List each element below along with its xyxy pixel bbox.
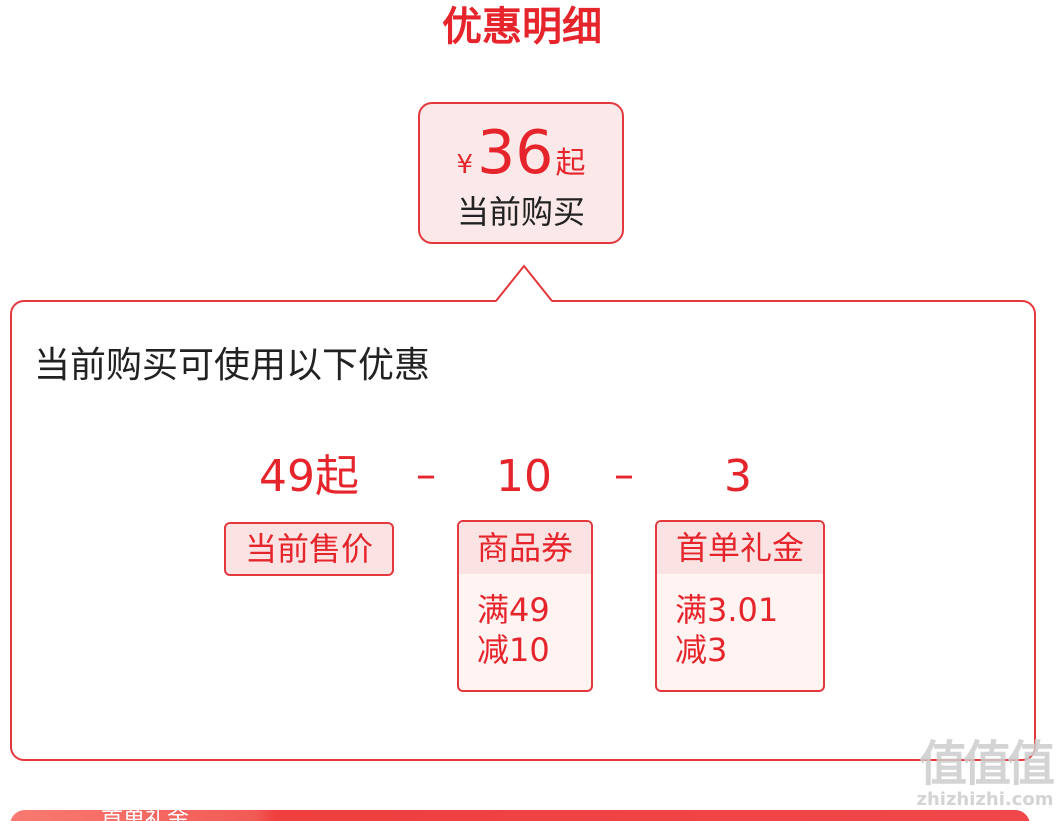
- discount-panel: 当前购买可使用以下优惠 49起 – 10 – 3 当前售价 商品券 满49 减1…: [10, 300, 1036, 761]
- panel-pointer-icon: [495, 264, 553, 302]
- watermark-text: zhizhizhi.com: [916, 789, 1054, 810]
- watermark-logo: 值值值: [918, 736, 1055, 792]
- bottom-bar-label: … 首单礼金: [72, 810, 189, 821]
- coupon-card-title: 商品券: [459, 522, 591, 574]
- gift-card-title: 首单礼金: [657, 522, 823, 574]
- price-label: 当前购买: [456, 193, 585, 231]
- panel-title: 当前购买可使用以下优惠: [34, 345, 431, 386]
- minus-operator: –: [614, 452, 634, 498]
- price-amount: 36: [477, 118, 554, 188]
- coupon-threshold: 满49: [477, 591, 550, 629]
- gift-discount: 减3: [675, 631, 728, 669]
- price-suffix: 起: [555, 146, 586, 181]
- gift-value: 3: [724, 451, 752, 502]
- price-row: ¥ 36 起: [420, 118, 622, 188]
- gift-threshold: 满3.01: [675, 591, 779, 629]
- minus-operator: –: [416, 452, 436, 498]
- current-price-tag: 当前售价: [224, 522, 394, 576]
- coupon-card-body: 满49 减10: [459, 574, 591, 670]
- gift-card-body: 满3.01 减3: [657, 574, 823, 670]
- coupon-discount: 减10: [477, 631, 550, 669]
- current-price-box: ¥ 36 起 当前购买: [418, 102, 624, 244]
- currency-symbol: ¥: [456, 150, 474, 180]
- first-order-gift-card: 首单礼金 满3.01 减3: [655, 520, 825, 692]
- bottom-action-bar[interactable]: … 首单礼金: [10, 810, 1030, 821]
- coupon-card: 商品券 满49 减10: [457, 520, 593, 692]
- base-price-value: 49起: [259, 451, 359, 502]
- coupon-value: 10: [496, 451, 552, 502]
- watermark: 值值值 zhizhizhi.com: [912, 738, 1058, 818]
- page-title: 优惠明细: [442, 4, 602, 50]
